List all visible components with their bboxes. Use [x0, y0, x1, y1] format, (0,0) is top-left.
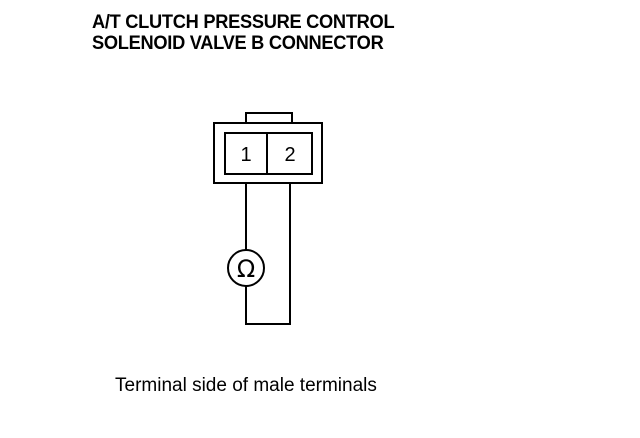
ohmmeter-icon [227, 249, 265, 287]
connector-housing [213, 122, 323, 184]
diagram-title: A/T CLUTCH PRESSURE CONTROL SOLENOID VAL… [92, 12, 395, 54]
title-line-1: A/T CLUTCH PRESSURE CONTROL [92, 12, 395, 33]
ohm-symbol: Ω [237, 255, 255, 283]
connector-lock-tab [245, 112, 293, 124]
terminal-2-cavity [266, 132, 313, 175]
diagram-caption: Terminal side of male terminals [115, 375, 377, 396]
terminal-1-label: 1 [240, 144, 251, 166]
title-line-2: SOLENOID VALVE B CONNECTOR [92, 33, 384, 54]
terminal-2-label: 2 [284, 144, 295, 166]
